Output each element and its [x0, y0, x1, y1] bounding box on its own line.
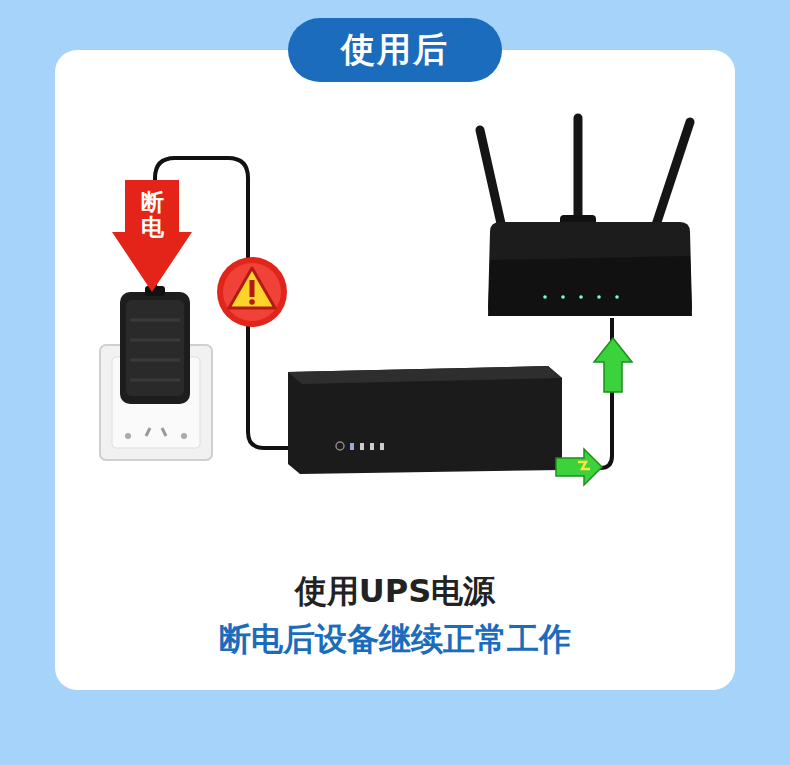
title-pill: 使用后 [288, 18, 502, 82]
caption-text: 使用UPS电源 [0, 570, 790, 614]
subcaption-text: 断电后设备继续正常工作 [0, 618, 790, 662]
arrow-label: 断电 [141, 190, 164, 241]
title-text: 使用后 [341, 27, 449, 73]
power-cut-arrow: 断电 [112, 180, 192, 292]
